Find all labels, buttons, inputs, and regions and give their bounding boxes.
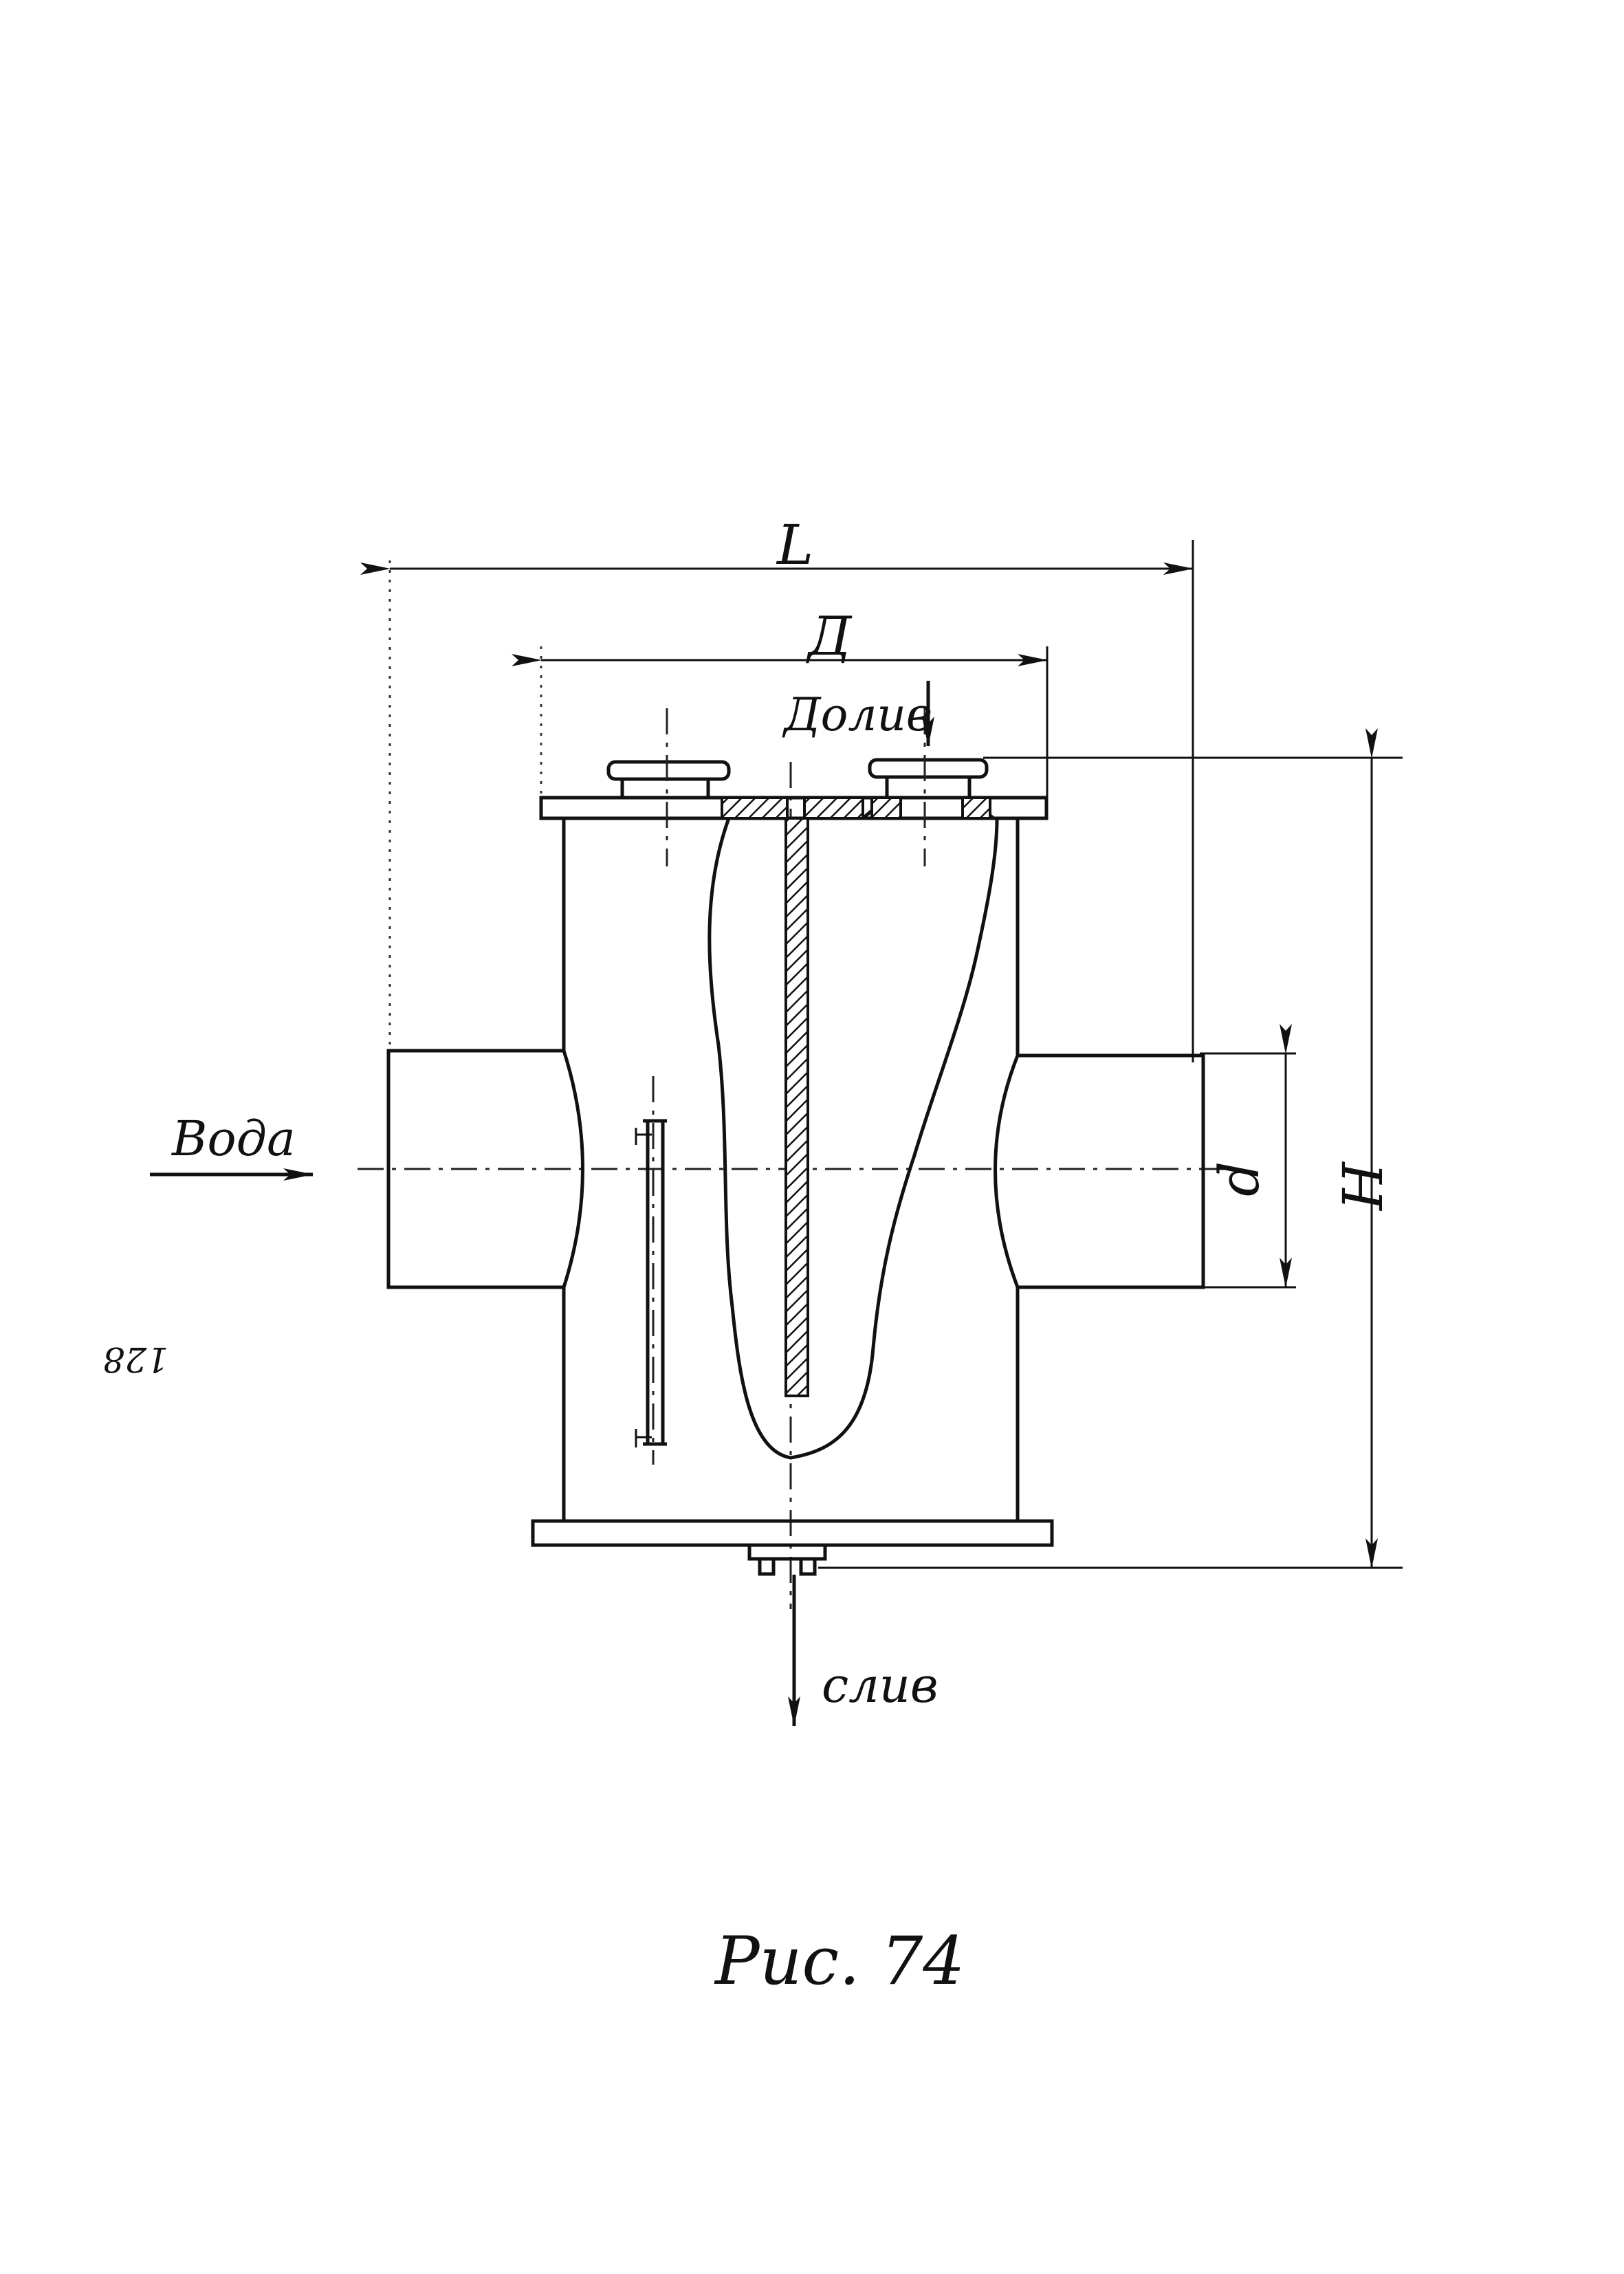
label-top-inlet: Долив bbox=[782, 688, 932, 741]
cover-section-right bbox=[803, 796, 864, 820]
label-overall-length: L bbox=[776, 513, 813, 577]
right-top-fitting bbox=[862, 708, 995, 866]
filter-element-outline bbox=[707, 818, 999, 1460]
left-top-fitting bbox=[606, 708, 731, 866]
label-pipe-diameter: d bbox=[1207, 1161, 1271, 1196]
inlet-nozzle bbox=[386, 1049, 584, 1289]
bottom-flange bbox=[531, 1519, 1054, 1547]
drain-fitting bbox=[747, 1543, 827, 1576]
side-screen bbox=[635, 1076, 667, 1465]
body-shell bbox=[562, 818, 1020, 1521]
figure-caption: Рис. 74 bbox=[714, 1923, 965, 2000]
center-baffle bbox=[784, 817, 809, 1397]
label-drain: слив bbox=[822, 1657, 939, 1714]
label-water-inlet: Вода bbox=[171, 1111, 296, 1167]
outlet-nozzle bbox=[994, 1053, 1205, 1289]
dimension-l bbox=[360, 540, 1194, 1062]
page-number: 128 bbox=[103, 1340, 168, 1379]
dimension-height bbox=[818, 728, 1403, 1569]
cover-section-left bbox=[721, 796, 789, 820]
label-body-diameter: Д bbox=[806, 606, 853, 668]
dimension-pipe-diameter bbox=[1200, 1024, 1296, 1289]
label-height: H bbox=[1331, 1161, 1395, 1212]
dimension-body-diameter bbox=[512, 646, 1049, 805]
